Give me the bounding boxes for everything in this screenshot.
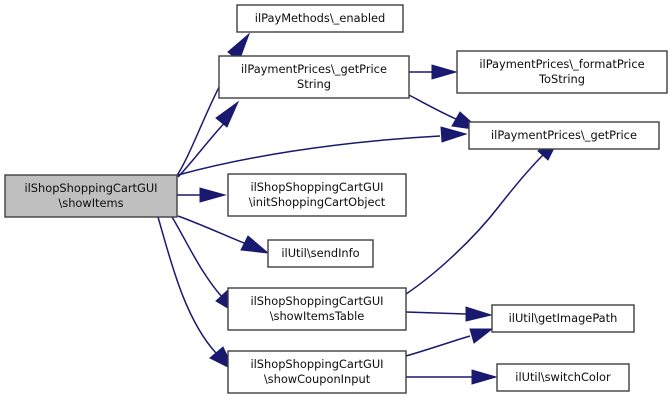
node-label-line: ilUtil\getImagePath (509, 311, 618, 325)
graph-node-initShoppingCartObject[interactable]: ilShopShoppingCartGUI\initShoppingCartOb… (227, 173, 407, 217)
node-label-line: \initShoppingCartObject (249, 195, 386, 209)
arrow-head-icon (215, 100, 240, 128)
node-box[interactable] (227, 350, 407, 394)
node-box[interactable] (4, 174, 178, 218)
call-edge (177, 126, 468, 176)
arrow-head-icon (465, 306, 493, 322)
call-edge (405, 306, 493, 322)
node-box[interactable] (227, 173, 407, 217)
call-edge (406, 369, 498, 385)
call-edge (157, 216, 236, 372)
node-box[interactable] (491, 304, 635, 333)
node-label-line: ilPaymentPrices\_getPrice (491, 128, 637, 142)
node-box[interactable] (456, 50, 668, 94)
node-box[interactable] (496, 363, 630, 392)
node-box[interactable] (468, 121, 660, 150)
arrow-head-icon (469, 328, 494, 344)
node-label-line: ilPaymentPrices\_formatPrice (479, 57, 644, 71)
nodes-layer: ilShopShoppingCartGUI\showItemsilPayMeth… (4, 4, 668, 394)
graph-node-payEnabled[interactable]: ilPayMethods\_enabled (236, 4, 404, 33)
arrow-head-icon (240, 235, 270, 254)
node-label-line: ilShopShoppingCartGUI (250, 180, 383, 194)
node-label-line: String (297, 77, 331, 91)
call-edge (177, 100, 240, 178)
arrow-head-icon (199, 187, 227, 203)
node-label-line: \showCouponInput (264, 372, 371, 386)
call-edge (409, 64, 458, 80)
node-box[interactable] (267, 239, 374, 268)
graph-node-switchColor[interactable]: ilUtil\switchColor (496, 363, 630, 392)
call-edge (177, 215, 270, 254)
node-label-line: ToString (538, 72, 585, 86)
graph-node-getPrice[interactable]: ilPaymentPrices\_getPrice (468, 121, 660, 150)
graph-node-showItems[interactable]: ilShopShoppingCartGUI\showItems (4, 174, 178, 218)
node-label-line: ilPayMethods\_enabled (255, 11, 385, 25)
node-label-line: ilShopShoppingCartGUI (250, 357, 383, 371)
node-box[interactable] (218, 55, 410, 99)
node-box[interactable] (236, 4, 404, 33)
node-label-line: \showItems (58, 196, 123, 210)
arrow-head-icon (471, 369, 498, 385)
node-box[interactable] (227, 287, 407, 331)
node-label-line: ilUtil\sendInfo (281, 246, 359, 260)
call-edge (177, 187, 227, 203)
call-edge (405, 136, 561, 295)
graph-node-showCouponInput[interactable]: ilShopShoppingCartGUI\showCouponInput (227, 350, 407, 394)
arrow-head-icon (440, 126, 468, 143)
node-label-line: ilPaymentPrices\_getPrice (241, 62, 387, 76)
node-label-line: ilShopShoppingCartGUI (250, 294, 383, 308)
call-edge (405, 328, 494, 357)
graph-node-getImagePath[interactable]: ilUtil\getImagePath (491, 304, 635, 333)
node-label-line: ilUtil\switchColor (515, 370, 611, 384)
node-label-line: \showItemsTable (270, 309, 365, 323)
graph-node-showItemsTable[interactable]: ilShopShoppingCartGUI\showItemsTable (227, 287, 407, 331)
node-label-line: ilShopShoppingCartGUI (24, 181, 157, 195)
arrow-head-icon (431, 64, 458, 80)
graph-node-sendInfo[interactable]: ilUtil\sendInfo (267, 239, 374, 268)
